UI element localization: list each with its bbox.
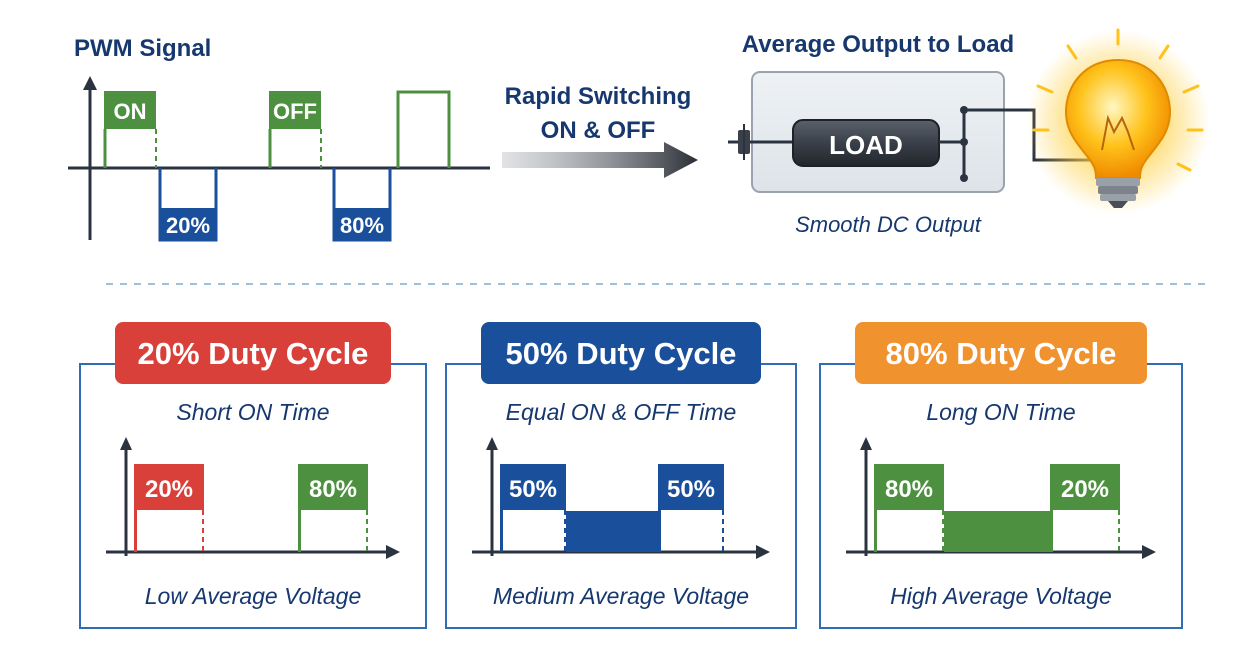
low-80-label: 80% [340, 213, 384, 238]
panel-subtitle: Short ON Time [176, 399, 329, 425]
load-label: LOAD [829, 130, 903, 160]
y-axis-arrowhead [83, 76, 97, 90]
switching-arrow: Rapid Switching ON & OFF [502, 83, 698, 178]
panel-subtitle: Long ON Time [926, 399, 1075, 425]
panel-footer: Medium Average Voltage [493, 583, 749, 609]
pulse-on [104, 91, 156, 129]
bulb-filament [1101, 114, 1135, 151]
panel-y-arrowhead [486, 437, 498, 450]
pulse-left-label: 80% [885, 476, 933, 503]
node-bottom [960, 174, 968, 182]
pulse-left-label: 20% [145, 476, 193, 503]
pulse-off-label: OFF [273, 99, 317, 124]
panel-header [481, 322, 761, 384]
bulb-base-ring-3 [1100, 194, 1136, 201]
panel-title: 50% Duty Cycle [506, 336, 737, 371]
pulse-right [298, 464, 368, 510]
panel-y-arrowhead [860, 437, 872, 450]
panel-subtitle: Equal ON & OFF Time [506, 399, 737, 425]
pwm-signal-graph: PWM Signal ON 20% OFF 80% [68, 35, 490, 242]
pulse-right-label: 80% [309, 476, 357, 503]
arrow-text-line-2: ON & OFF [541, 117, 656, 144]
node-mid [960, 138, 968, 146]
bulb-rays [1032, 28, 1204, 172]
pulse-off [269, 91, 321, 129]
low-20-label: 20% [166, 213, 210, 238]
panel-x-arrowhead [386, 545, 400, 559]
panel-x-arrowhead [1142, 545, 1156, 559]
arrow-icon [502, 142, 698, 178]
pulse-outline [396, 90, 451, 168]
pulse-right [658, 464, 724, 510]
bulb-base-ring-2 [1098, 186, 1138, 194]
panel-title: 20% Duty Cycle [138, 336, 369, 371]
pulse-left [874, 464, 944, 510]
panel-title: 80% Duty Cycle [886, 336, 1117, 371]
panel-footer: High Average Voltage [890, 583, 1112, 609]
bulb-tip [1108, 201, 1128, 208]
panel-y-arrowhead [120, 437, 132, 450]
pulse-right-label: 50% [667, 476, 715, 503]
low-20-fill [159, 208, 217, 241]
pulse-right-label: 20% [1061, 476, 1109, 503]
light-bulb-icon [1026, 28, 1210, 214]
pulse-left [134, 464, 204, 510]
pulse-left-label: 50% [509, 476, 557, 503]
pwm-signal-title: PWM Signal [74, 35, 211, 62]
load-section: Average Output to Load LOAD Smooth DC Ou… [728, 31, 1098, 237]
bulb-base-ring-1 [1096, 178, 1140, 186]
pulse-right [1050, 464, 1120, 510]
arrow-text-line-1: Rapid Switching [505, 83, 692, 110]
pulse-left [500, 464, 566, 510]
panel-footer: Low Average Voltage [145, 583, 362, 609]
output-title: Average Output to Load [742, 31, 1014, 58]
panel-average-fill [944, 511, 1050, 552]
low-80-fill [333, 208, 391, 241]
panel-average-fill [566, 511, 658, 552]
panel-x-arrowhead [756, 545, 770, 559]
output-caption: Smooth DC Output [795, 212, 982, 237]
pulse-on-label: ON [114, 99, 147, 124]
panel-header [855, 322, 1147, 384]
panel-header [115, 322, 391, 384]
